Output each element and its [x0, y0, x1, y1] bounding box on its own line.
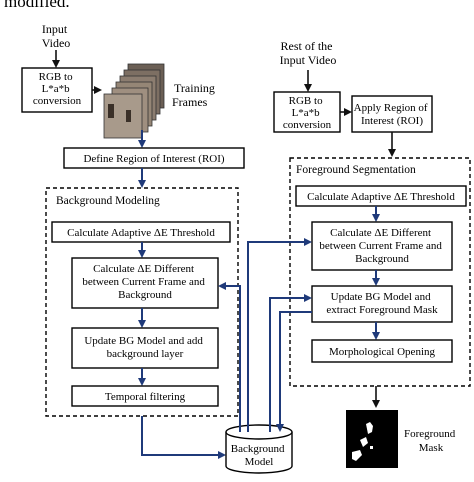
morph-opening-label: Morphological Opening: [329, 346, 436, 358]
fg-threshold-label: Calculate Adaptive ΔE Threshold: [307, 191, 455, 203]
input-video-label: Input Video: [42, 22, 71, 50]
background-model-database: [225, 424, 293, 474]
foreground-mask-image: [346, 410, 398, 468]
rgb-to-lab-box-right: [273, 91, 341, 133]
training-frames-image: [103, 63, 165, 139]
bg-threshold-label: Calculate Adaptive ΔE Threshold: [67, 227, 215, 239]
apply-roi-box: [351, 95, 433, 133]
background-model-label: Background Model: [231, 443, 288, 468]
rgb-to-lab-label-left: RGB to L*a*b conversion: [33, 71, 82, 107]
header-fragment: modified.: [4, 0, 70, 11]
temporal-filtering-box: [71, 385, 219, 407]
fg-delta-box: [311, 221, 453, 271]
bg-update-box: [71, 327, 219, 369]
bg-update-label: Update BG Model and add background layer: [84, 335, 205, 360]
apply-roi-label: Apply Region of Interest (ROI): [354, 102, 431, 127]
bg-delta-label: Calculate ΔE Different between Current F…: [82, 263, 207, 301]
fg-delta-label: Calculate ΔE Different between Current F…: [319, 227, 444, 265]
fg-threshold-box: [295, 185, 467, 207]
model-connectors: [218, 238, 312, 432]
fg-update-box: [311, 285, 453, 323]
foreground-segmentation-group: [289, 157, 471, 387]
rest-input-video-label: Rest of the Input Video: [280, 39, 337, 67]
define-roi-box: [63, 147, 245, 169]
bg-delta-box: [71, 257, 219, 309]
rgb-to-lab-label-right: RGB to L*a*b conversion: [283, 95, 332, 131]
foreground-mask-label: Foreground Mask: [404, 428, 458, 454]
training-frames-label: Training Frames: [172, 81, 218, 109]
foreground-segmentation-title: Foreground Segmentation: [296, 164, 416, 176]
define-roi-label: Define Region of Interest (ROI): [83, 153, 224, 165]
temporal-filtering-label: Temporal filtering: [105, 391, 186, 403]
morph-opening-box: [311, 339, 453, 363]
background-modeling-title: Background Modeling: [56, 195, 160, 207]
fg-update-label: Update BG Model and extract Foreground M…: [326, 291, 438, 316]
